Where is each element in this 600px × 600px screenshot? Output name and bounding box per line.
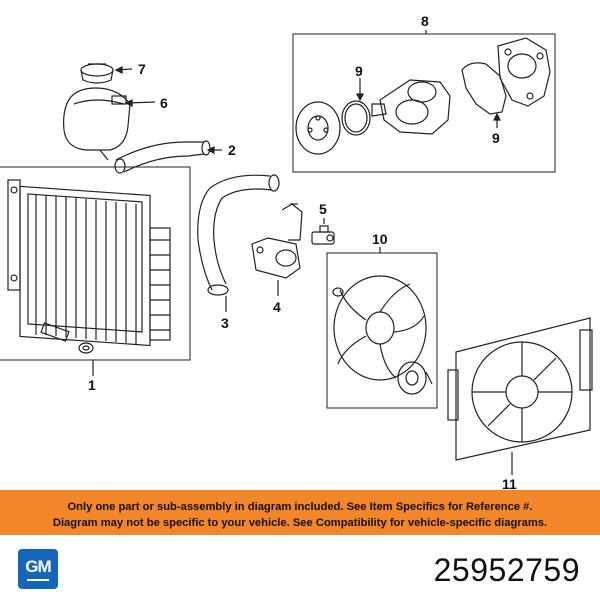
- cooling-system-diagram: 7 6 2 1 3 4 5 8 9 9 10 11: [0, 13, 593, 490]
- gm-logo-text: GM: [25, 557, 51, 576]
- part-number: 25952759: [433, 552, 580, 588]
- water-pump-housing: [497, 37, 551, 107]
- callout-9-left: 9: [355, 63, 363, 79]
- reservoir-cap: [80, 63, 114, 84]
- upper-hose: [114, 140, 211, 174]
- lower-hose: [197, 174, 280, 296]
- callout-6: 6: [160, 95, 168, 111]
- callout-8: 8: [421, 13, 429, 29]
- radiator-drain-plug: [40, 322, 94, 354]
- gm-logo-underline: [27, 579, 49, 581]
- callout-11: 11: [502, 476, 517, 490]
- fan-shroud: [447, 317, 593, 461]
- callout-1: 1: [88, 377, 96, 393]
- water-pump-gasket-large: [461, 62, 507, 115]
- callout-2: 2: [228, 142, 236, 158]
- water-pump-group-box: [292, 33, 556, 173]
- radiator: [7, 179, 171, 347]
- disclaimer-line-1: Only one part or sub-assembly in diagram…: [67, 501, 533, 513]
- fan-motor: [397, 361, 433, 395]
- cooling-fan: [332, 275, 427, 381]
- fan-group-box: [326, 252, 438, 409]
- callout-9-right: 9: [492, 130, 500, 146]
- water-pump-pulley: [295, 101, 341, 155]
- water-pump-gasket-small: [341, 100, 371, 136]
- callout-4: 4: [273, 299, 281, 315]
- water-pump: [371, 79, 451, 135]
- disclaimer-line-2: Diagram may not be specific to your vehi…: [52, 517, 548, 529]
- callout-7: 7: [138, 61, 146, 77]
- coolant-reservoir: [63, 87, 131, 161]
- callout-5: 5: [319, 201, 327, 217]
- temperature-sensor: [311, 225, 335, 245]
- disclaimer-banner: Only one part or sub-assembly in diagram…: [0, 490, 600, 535]
- thermostat-housing: [251, 203, 303, 279]
- callout-10: 10: [372, 231, 388, 247]
- callout-3: 3: [221, 315, 229, 331]
- gm-logo: GM: [18, 549, 58, 589]
